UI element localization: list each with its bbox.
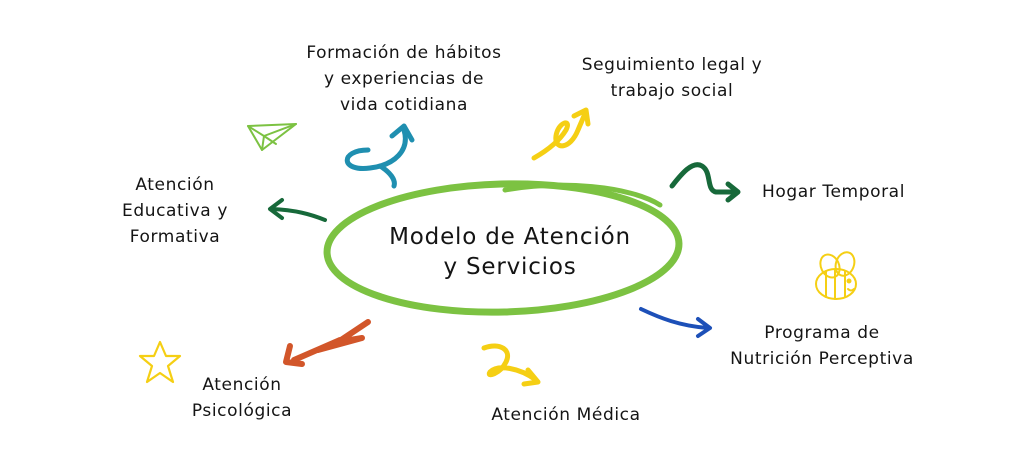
center-ellipse: [323, 180, 683, 316]
bee-icon: [815, 251, 857, 300]
paper-plane-icon: [247, 123, 297, 151]
node-formacion: Formación de hábitos y experiencias de v…: [282, 40, 526, 118]
node-medica: Atención Médica: [466, 402, 666, 428]
node-psicologica: Atención Psicológica: [172, 372, 312, 424]
node-medica-line1: Atención Médica: [491, 405, 641, 425]
node-seguimiento-line1: Seguimiento legal y: [581, 55, 763, 75]
node-seguimiento-line2: trabajo social: [610, 81, 734, 101]
arrow-seguimiento: [531, 107, 591, 161]
node-formacion-line3: vida cotidiana: [339, 95, 469, 115]
node-nutricion-line2: Nutrición Perceptiva: [730, 349, 914, 369]
arrow-educativa: [268, 198, 327, 222]
arrow-formacion: [344, 123, 415, 189]
center-title: Modelo de Atención y Servicios: [340, 222, 680, 282]
node-nutricion: Programa de Nutrición Perceptiva: [706, 320, 938, 372]
node-hogar-line1: Hogar Temporal: [762, 182, 906, 202]
center-title-line1: Modelo de Atención: [389, 224, 631, 250]
node-seguimiento: Seguimiento legal y trabajo social: [556, 52, 788, 104]
node-educativa-line3: Formativa: [129, 227, 221, 247]
center-title-line2: y Servicios: [443, 254, 577, 280]
node-educativa: Atención Educativa y Formativa: [112, 172, 238, 250]
node-formacion-line1: Formación de hábitos: [306, 43, 502, 63]
node-hogar: Hogar Temporal: [762, 179, 942, 205]
node-psicologica-line1: Atención: [202, 375, 282, 395]
arrow-medica: [481, 343, 541, 387]
node-psicologica-line2: Psicológica: [191, 401, 293, 421]
node-nutricion-line1: Programa de: [764, 323, 880, 343]
node-formacion-line2: y experiencias de: [323, 69, 485, 89]
star-icon: [138, 340, 182, 384]
node-educativa-line1: Atención: [135, 175, 215, 195]
arrow-nutricion: [639, 307, 712, 338]
arrow-hogar: [669, 162, 741, 203]
arrow-psicologica: [283, 319, 371, 367]
node-educativa-line2: Educativa y: [121, 201, 228, 221]
